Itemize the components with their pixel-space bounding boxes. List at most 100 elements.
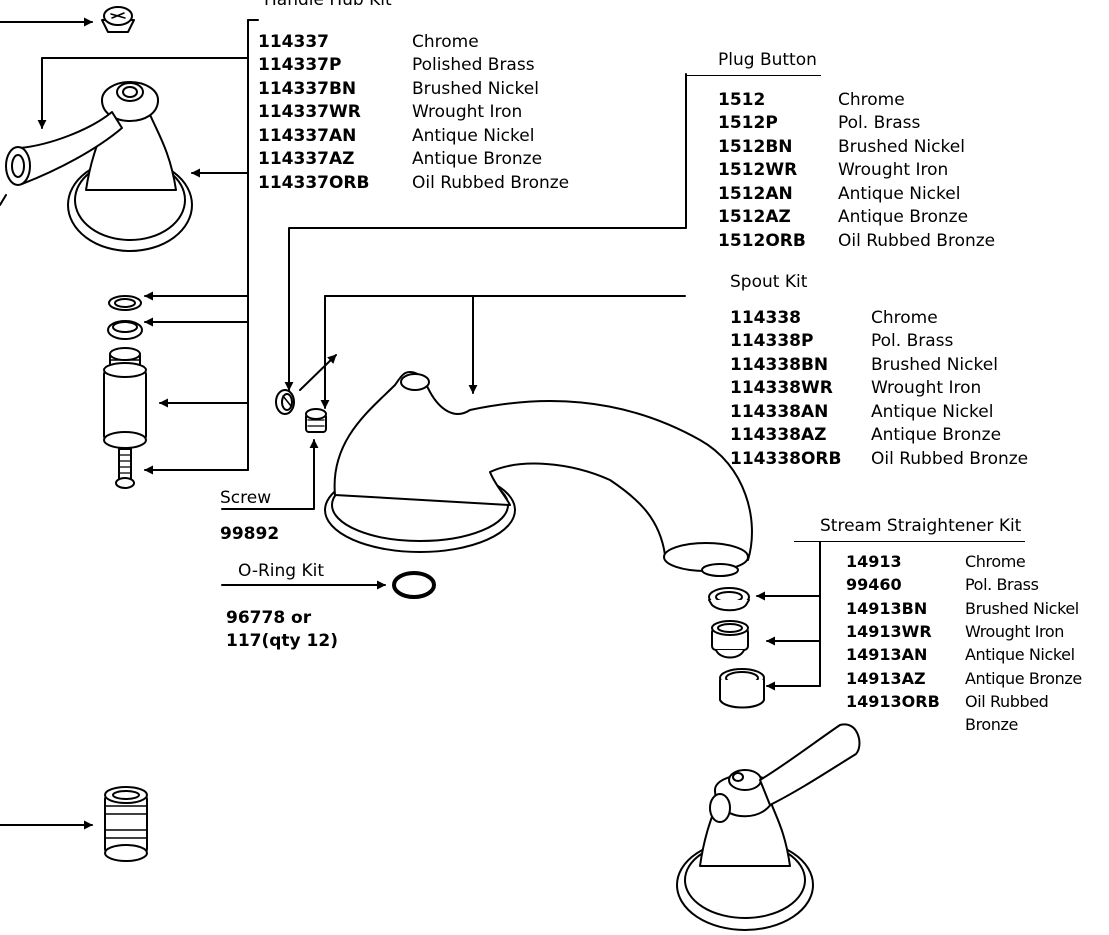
part-number: 114338AN <box>730 401 829 422</box>
part-number: 1512 <box>718 89 766 110</box>
part-number: 14913AZ <box>846 668 926 688</box>
right-handle-assembly <box>676 723 861 931</box>
finish-continuation: Bronze <box>965 715 1018 735</box>
o-ring-part <box>392 571 436 599</box>
finish-label: Brushed Nickel <box>838 136 965 157</box>
finish-label: Wrought Iron <box>412 102 523 123</box>
handle-hub-kit-title: Handle Hub Kit <box>264 0 392 10</box>
part-number: 1512AN <box>718 183 793 204</box>
part-number: 114337P <box>258 55 342 76</box>
finish-label: Wrought Iron <box>871 378 982 399</box>
finish-label: Pol. Brass <box>838 113 921 134</box>
set-screw-part <box>305 408 327 433</box>
part-number: 14913BN <box>846 598 928 618</box>
part-number: 1512BN <box>718 136 793 157</box>
finish-label: Antique Bronze <box>965 668 1082 688</box>
finish-label: Polished Brass <box>412 55 535 76</box>
finish-label: Wrought Iron <box>965 622 1064 642</box>
list-item: 14913WR Wrought Iron <box>846 620 1082 643</box>
part-number: 14913AN <box>846 645 928 665</box>
list-item: 114337P Polished Brass <box>258 54 569 78</box>
left-cartridge <box>103 347 147 449</box>
finish-label: Brushed Nickel <box>965 598 1079 618</box>
list-item: 114337AN Antique Nickel <box>258 124 569 148</box>
part-number: 14913WR <box>846 622 932 642</box>
spout-part <box>324 371 753 577</box>
list-item: 1512P Pol. Brass <box>718 112 995 136</box>
part-number: 114338 <box>730 307 801 328</box>
list-item: 14913 Chrome <box>846 550 1082 573</box>
list-item: 14913AN Antique Nickel <box>846 643 1082 666</box>
handle-hub-kit-list: 114337 Chrome 114337P Polished Brass 11433… <box>258 30 569 195</box>
plug-button-title: Plug Button <box>686 50 821 76</box>
part-number: 114337 <box>258 31 329 52</box>
screw-part-number: 99892 <box>220 524 280 544</box>
lower-cartridge <box>104 786 148 862</box>
left-small-screw <box>115 448 135 489</box>
part-number: 114338WR <box>730 378 833 399</box>
finish-label: Oil Rubbed <box>965 691 1049 711</box>
list-item: 14913ORB Oil Rubbed <box>846 690 1082 713</box>
part-number: 1512ORB <box>718 230 806 251</box>
part-number: 114338P <box>730 331 814 352</box>
part-number: 1512P <box>718 113 778 134</box>
screw-title: Screw <box>220 488 272 508</box>
list-item: 1512AN Antique Nickel <box>718 182 995 206</box>
finish-label: Chrome <box>871 307 938 328</box>
list-item: 99460 Pol. Brass <box>846 573 1082 596</box>
o-ring-part-number-line1: 96778 or <box>226 608 312 628</box>
finish-label: Chrome <box>965 552 1026 572</box>
list-item: 114338AZ Antique Bronze <box>730 424 1028 448</box>
part-number: 114337AZ <box>258 149 355 170</box>
part-number: 99460 <box>846 575 902 595</box>
finish-label: Oil Rubbed Bronze <box>412 172 570 193</box>
part-number: 1512AZ <box>718 207 791 228</box>
finish-label: Antique Nickel <box>838 183 961 204</box>
finish-label: Chrome <box>412 31 479 52</box>
finish-label: Antique Nickel <box>965 645 1075 665</box>
left-washers <box>107 295 143 340</box>
list-item: 114338 Chrome <box>730 306 1028 330</box>
part-number: 14913ORB <box>846 691 940 711</box>
finish-label: Antique Bronze <box>871 425 1002 446</box>
part-number: 114337ORB <box>258 172 370 193</box>
list-item: 1512ORB Oil Rubbed Bronze <box>718 229 995 253</box>
finish-label: Antique Nickel <box>412 125 535 146</box>
finish-label: Antique Nickel <box>871 401 994 422</box>
spout-kit-title: Spout Kit <box>730 272 808 292</box>
list-item: 114337AZ Antique Bronze <box>258 148 569 172</box>
finish-label: Wrought Iron <box>838 160 949 181</box>
finish-label: Pol. Brass <box>965 575 1039 595</box>
list-item: 1512WR Wrought Iron <box>718 159 995 183</box>
list-item: 14913AZ Antique Bronze <box>846 666 1082 689</box>
part-number: 114338AZ <box>730 425 827 446</box>
list-item: 114337 Chrome <box>258 30 569 54</box>
plug-button-part <box>275 389 295 415</box>
o-ring-part-number-line2: 117(qty 12) <box>226 631 338 651</box>
left-handle-assembly <box>5 81 193 252</box>
list-item: 114338AN Antique Nickel <box>730 400 1028 424</box>
top-screw-head <box>101 6 135 33</box>
list-item: 1512BN Brushed Nickel <box>718 135 995 159</box>
list-item: 14913BN Brushed Nickel <box>846 597 1082 620</box>
part-number: 1512WR <box>718 160 798 181</box>
part-number: 14913 <box>846 552 902 572</box>
list-item: 114338ORB Oil Rubbed Bronze <box>730 447 1028 471</box>
stream-straightener-kit-list: 14913 Chrome 99460 Pol. Brass 14913BN Brush… <box>846 550 1082 736</box>
finish-label: Brushed Nickel <box>871 354 998 375</box>
finish-label: Brushed Nickel <box>412 78 539 99</box>
part-number: 114338ORB <box>730 448 842 469</box>
finish-label: Antique Bronze <box>412 149 543 170</box>
finish-label: Oil Rubbed Bronze <box>871 448 1029 469</box>
list-item: Bronze <box>846 713 1082 736</box>
part-number: 114337AN <box>258 125 357 146</box>
part-number: 114338BN <box>730 354 829 375</box>
finish-label: Oil Rubbed Bronze <box>838 230 996 251</box>
